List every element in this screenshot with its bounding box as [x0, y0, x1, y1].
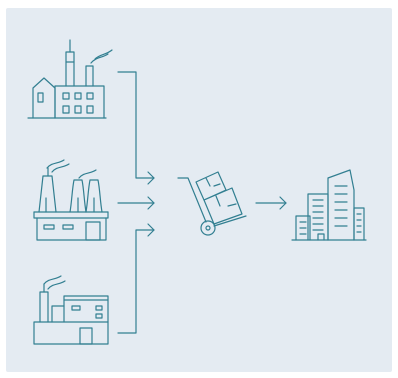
industrial-plant-icon [33, 159, 109, 241]
arrow-to-city [255, 196, 287, 210]
factory-icon [27, 39, 113, 119]
city-buildings-icon [291, 169, 367, 241]
factory-office-icon [33, 275, 109, 345]
connector-lines [117, 71, 155, 334]
hand-truck-boxes-icon [177, 171, 247, 236]
